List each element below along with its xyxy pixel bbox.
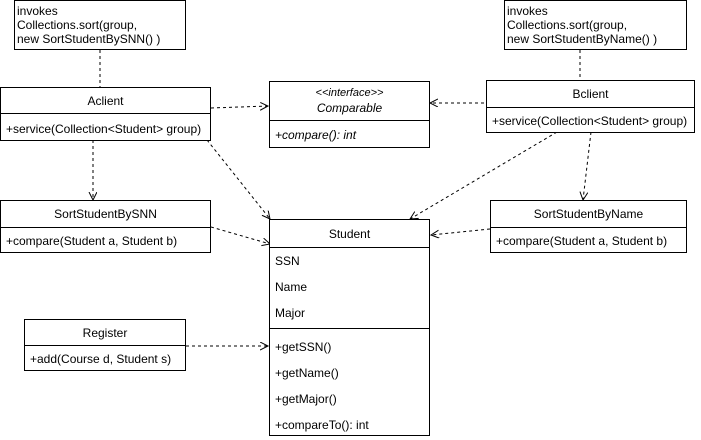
class-header: Aclient bbox=[1, 88, 210, 114]
class-name: Register bbox=[82, 325, 128, 340]
class-name: Bclient bbox=[572, 87, 609, 101]
note-left: invokes Collections.sort(group, new Sort… bbox=[14, 0, 186, 50]
class-attribute: Major bbox=[275, 306, 306, 320]
class-aclient[interactable]: Aclient +service(Collection<Student> gro… bbox=[0, 87, 211, 141]
dep-aclient-comparable bbox=[210, 106, 268, 108]
class-header: <<interface>> Comparable bbox=[270, 82, 429, 121]
class-operation: +service(Collection<Student> group) bbox=[492, 114, 688, 128]
class-header: SortStudentBySNN bbox=[1, 201, 210, 228]
class-operation: +compare(Student a, Student b) bbox=[6, 234, 178, 248]
class-sort-student-by-snn[interactable]: SortStudentBySNN +compare(Student a, Stu… bbox=[0, 200, 211, 253]
class-operation: +add(Course d, Student s) bbox=[30, 352, 172, 366]
class-header: Student bbox=[270, 220, 429, 248]
class-sort-student-by-name[interactable]: SortStudentByName +compare(Student a, St… bbox=[490, 200, 687, 253]
dep-sortssn-student bbox=[210, 226, 270, 244]
dep-bclient-student bbox=[410, 131, 558, 219]
operation-section: +getSSN() +getName() +getMajor() +compar… bbox=[270, 329, 429, 435]
note-right-line: Collections.sort(group, bbox=[507, 18, 628, 32]
class-operation: +getMajor() bbox=[275, 392, 337, 406]
class-operation: +getSSN() bbox=[275, 340, 332, 354]
class-attribute: SSN bbox=[275, 254, 300, 268]
class-bclient[interactable]: Bclient +service(Collection<Student> gro… bbox=[486, 80, 695, 133]
class-name: Student bbox=[328, 226, 371, 241]
class-operation: +compareTo(): int bbox=[275, 418, 369, 432]
class-header: Bclient bbox=[487, 81, 694, 108]
class-operation: +service(Collection<Student> group) bbox=[6, 122, 202, 136]
class-operation: +compare(Student a, Student b) bbox=[496, 234, 668, 248]
note-right-line: invokes bbox=[507, 4, 548, 18]
dep-sortname-student bbox=[431, 228, 491, 235]
interface-comparable[interactable]: <<interface>> Comparable +compare(): int bbox=[269, 81, 430, 148]
class-operation: +getName() bbox=[275, 366, 339, 380]
note-left-line: Collections.sort(group, bbox=[17, 18, 138, 32]
note-right-line: new SortStudentByName() ) bbox=[507, 32, 658, 46]
class-attribute: Name bbox=[275, 280, 308, 294]
class-name: Aclient bbox=[87, 93, 124, 108]
dep-aclient-student bbox=[206, 139, 270, 219]
class-name: SortStudentBySNN bbox=[54, 207, 157, 221]
class-header: Register bbox=[25, 320, 185, 346]
note-left-line: new SortStudentBySNN() ) bbox=[17, 32, 161, 46]
note-right: invokes Collections.sort(group, new Sort… bbox=[504, 0, 687, 50]
attribute-section: SSN Name Major bbox=[270, 248, 429, 329]
class-name: SortStudentByName bbox=[533, 207, 644, 221]
class-operation: +compare(): int bbox=[275, 128, 357, 142]
class-name: Comparable bbox=[316, 101, 383, 115]
class-register[interactable]: Register +add(Course d, Student s) bbox=[24, 319, 186, 371]
class-header: SortStudentByName bbox=[491, 201, 686, 228]
note-left-line: invokes bbox=[17, 4, 58, 18]
dep-bclient-sortname bbox=[583, 131, 592, 200]
class-student[interactable]: Student SSN Name Major +getSSN() +getNam… bbox=[269, 219, 430, 436]
stereotype-label: <<interface>> bbox=[315, 87, 384, 99]
